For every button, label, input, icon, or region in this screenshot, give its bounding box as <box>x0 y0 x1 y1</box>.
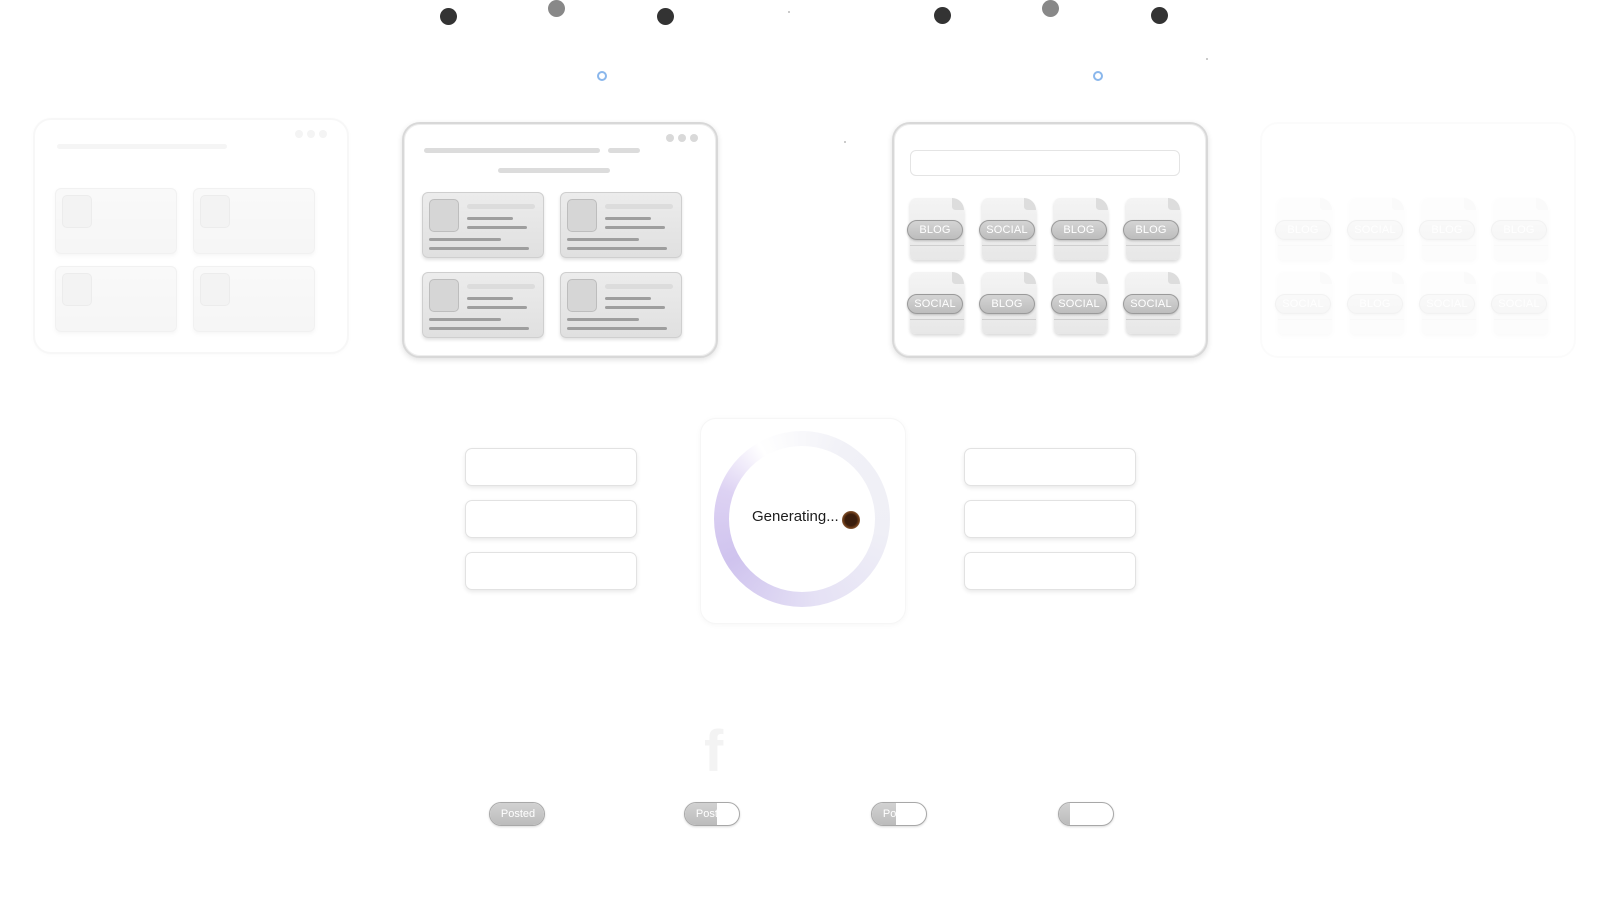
content-tile <box>422 272 544 338</box>
posted-label: Posted <box>695 808 731 820</box>
file-card: SOCIAL <box>1051 272 1108 334</box>
file-type-label: SOCIAL <box>1275 294 1331 314</box>
file-card: BLOG <box>1123 198 1180 260</box>
output-slot <box>465 448 637 486</box>
node-dot <box>1042 0 1059 17</box>
file-type-label: BLOG <box>1051 220 1107 240</box>
posted-label: Posted <box>500 808 536 820</box>
output-slot <box>465 552 637 590</box>
content-tile <box>560 192 682 258</box>
file-type-label: SOCIAL <box>1347 220 1403 240</box>
file-card: BLOG <box>1051 198 1108 260</box>
search-bar <box>910 150 1180 176</box>
file-type-label: BLOG <box>1123 220 1179 240</box>
connector-node <box>1093 71 1103 81</box>
node-dot <box>1151 7 1168 24</box>
layout-card-faded <box>33 118 349 354</box>
node-dot <box>657 8 674 25</box>
posted-label: Posted <box>882 808 918 820</box>
file-card: BLOG <box>1491 198 1548 260</box>
file-card: BLOG <box>907 198 964 260</box>
file-type-label: SOCIAL <box>979 220 1035 240</box>
file-card-grid: BLOG SOCIAL BLOG BLOG SOCIAL BLOG SOCIAL SOCIAL <box>892 122 1208 358</box>
file-card: SOCIAL <box>1347 198 1404 260</box>
posted-badge: Posted <box>489 802 545 826</box>
file-type-label: SOCIAL <box>1123 294 1179 314</box>
file-card: SOCIAL <box>1419 272 1476 334</box>
output-slot <box>964 448 1136 486</box>
file-card: BLOG <box>1419 198 1476 260</box>
file-type-label: BLOG <box>1419 220 1475 240</box>
posted-badge: Posted <box>871 802 927 826</box>
file-type-label: BLOG <box>907 220 963 240</box>
file-type-label: BLOG <box>1347 294 1403 314</box>
content-tile <box>560 272 682 338</box>
output-slot <box>465 500 637 538</box>
file-card: SOCIAL <box>1491 272 1548 334</box>
node-dot <box>548 0 565 17</box>
node-dot <box>934 7 951 24</box>
file-type-label: SOCIAL <box>1419 294 1475 314</box>
generating-status: Generating... <box>752 508 839 525</box>
content-tile <box>422 192 544 258</box>
file-card: SOCIAL <box>1275 272 1332 334</box>
file-type-label: BLOG <box>979 294 1035 314</box>
file-card: SOCIAL <box>907 272 964 334</box>
node-dot <box>440 8 457 25</box>
output-slot <box>964 500 1136 538</box>
file-type-label: BLOG <box>1491 220 1547 240</box>
file-card: BLOG <box>979 272 1036 334</box>
layout-card-grid <box>402 122 718 358</box>
file-type-label: SOCIAL <box>1491 294 1547 314</box>
spark-dot <box>844 141 846 143</box>
file-type-label: SOCIAL <box>1051 294 1107 314</box>
spark-dot <box>788 11 790 13</box>
file-type-label: SOCIAL <box>907 294 963 314</box>
file-card: SOCIAL <box>1123 272 1180 334</box>
facebook-icon: f <box>704 719 724 784</box>
file-card-grid-faded: BLOG SOCIAL BLOG BLOG SOCIAL BLOG SOCIAL SOCIAL <box>1260 122 1576 358</box>
file-type-label: BLOG <box>1275 220 1331 240</box>
output-slot <box>964 552 1136 590</box>
posted-label: Posted <box>1069 808 1105 820</box>
posted-badge: Posted <box>684 802 740 826</box>
file-card: BLOG <box>1347 272 1404 334</box>
posted-badge: Posted <box>1058 802 1114 826</box>
file-card: SOCIAL <box>979 198 1036 260</box>
file-card: BLOG <box>1275 198 1332 260</box>
spark-dot <box>1206 58 1208 60</box>
activity-orb <box>842 511 860 529</box>
connector-node <box>597 71 607 81</box>
